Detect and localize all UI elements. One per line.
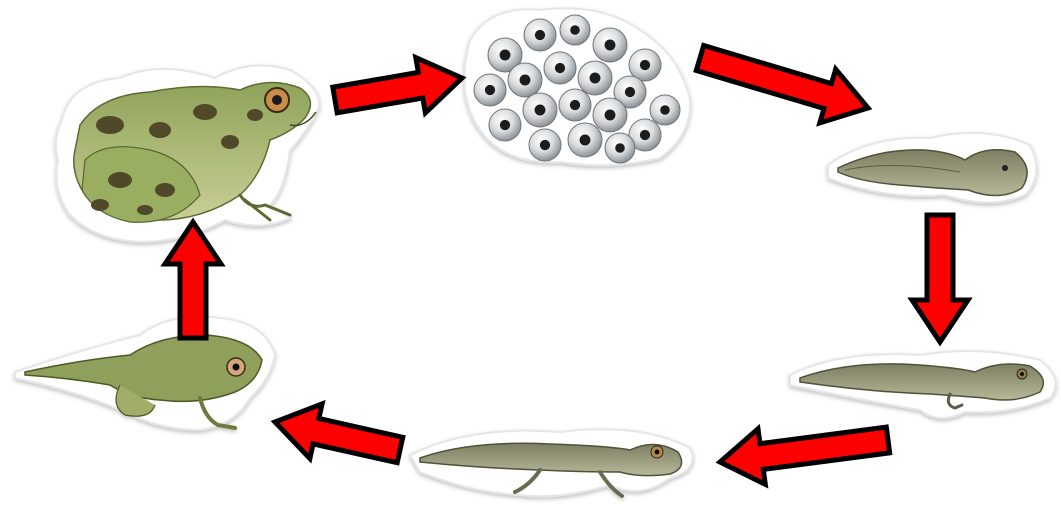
egg bbox=[568, 123, 602, 157]
frog-eggs-stage bbox=[464, 8, 690, 165]
egg bbox=[524, 19, 556, 51]
egg bbox=[650, 95, 680, 125]
froglet-stage bbox=[15, 317, 275, 430]
egg bbox=[508, 63, 542, 97]
tadpole-with-four-legs-stage bbox=[410, 429, 693, 496]
egg bbox=[593, 28, 627, 62]
tadpole-with-hind-legs-stage bbox=[790, 351, 1056, 418]
egg bbox=[605, 133, 635, 163]
egg bbox=[560, 15, 590, 45]
arrow-eggs-to-tadpole bbox=[696, 46, 868, 123]
egg bbox=[523, 93, 557, 127]
egg bbox=[544, 52, 576, 84]
arrow-frog-to-eggs bbox=[333, 58, 462, 113]
egg bbox=[559, 89, 591, 121]
egg bbox=[578, 61, 612, 95]
tadpole-hatchling-stage bbox=[828, 133, 1036, 203]
egg bbox=[489, 109, 521, 141]
arrow-to-froglet bbox=[275, 404, 403, 463]
egg bbox=[593, 98, 627, 132]
egg bbox=[529, 129, 561, 161]
egg bbox=[474, 74, 506, 106]
arrow-tadpole-down bbox=[912, 215, 968, 342]
adult-frog-stage bbox=[56, 66, 319, 243]
arrow-to-four-legs bbox=[720, 427, 890, 484]
